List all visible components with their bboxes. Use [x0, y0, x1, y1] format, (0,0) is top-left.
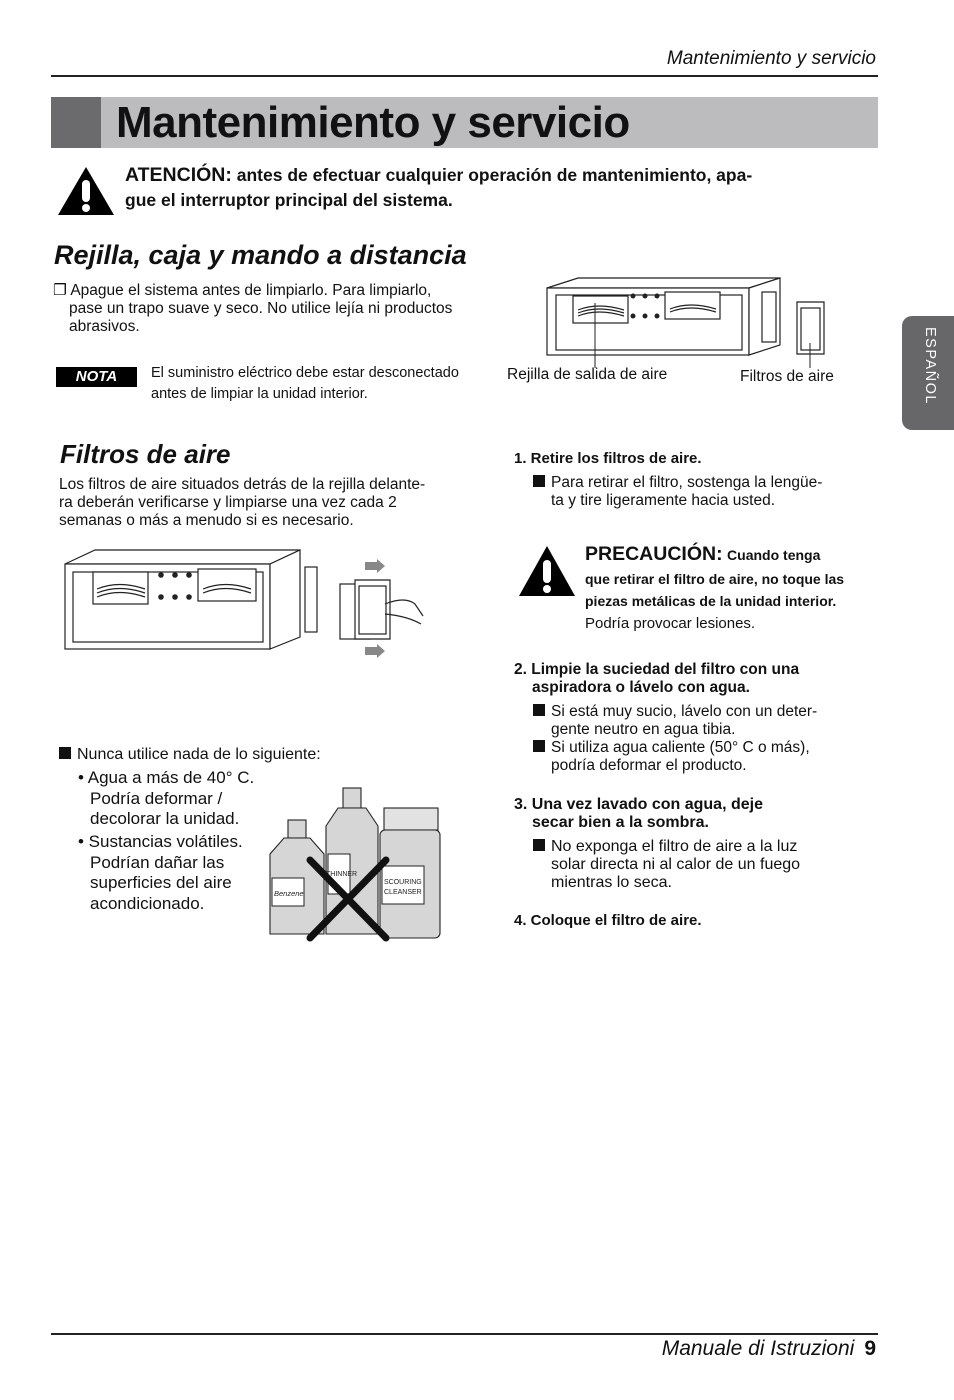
caution-icon — [519, 546, 575, 596]
warning-text: ATENCIÓN: antes de efectuar cualquier op… — [125, 163, 865, 213]
step-3-bullet: No exponga el filtro de aire a la luz so… — [533, 838, 853, 892]
unit-diagram — [546, 277, 825, 368]
note-text: El suministro eléctrico debe estar desco… — [151, 363, 471, 405]
never-use-text: Nunca utilice nada de lo siguiente: — [77, 746, 321, 763]
section2-paragraph: Los filtros de aire situados detrás de l… — [59, 476, 459, 530]
step-line: 3. Una vez lavado con agua, deje — [514, 796, 763, 813]
note-line: El suministro eléctrico debe estar desco… — [151, 365, 459, 381]
label-filters: Filtros de aire — [740, 368, 834, 385]
header-rule — [51, 75, 878, 77]
step-1-title: 1. Retire los filtros de aire. — [514, 450, 702, 467]
step-3-title: 3. Una vez lavado con agua, deje secar b… — [514, 796, 763, 832]
para-line: pase un trapo suave y seco. No utilice l… — [69, 300, 453, 317]
bullet-line: mientras lo seca. — [551, 874, 672, 891]
bottle-label-benzene: Benzene — [274, 889, 304, 898]
para-line: Los filtros de aire situados detrás de l… — [59, 476, 426, 493]
bullet-line: Para retirar el filtro, sostenga la leng… — [551, 474, 823, 491]
step-line: secar bien a la sombra. — [532, 814, 709, 831]
page-number: 9 — [864, 1337, 876, 1360]
warning-icon — [58, 167, 114, 215]
never-item-volatile: • Sustancias volátiles. Podrían dañar la… — [78, 832, 243, 914]
para-line: ra deberán verificarse y limpiarse una v… — [59, 494, 397, 511]
square-bullet-icon — [533, 704, 545, 716]
bottle-label-cleanser: CLEANSER — [384, 889, 422, 896]
step-2-title: 2. Limpie la suciedad del filtro con una… — [514, 661, 799, 697]
bottles-illustration: Benzene THINNER SCOURING CLEANSER — [269, 787, 441, 942]
bullet-line: ta y tire ligeramente hacia usted. — [551, 492, 776, 509]
page-title: Mantenimiento y servicio — [116, 98, 630, 147]
warning-label: ATENCIÓN: — [125, 164, 232, 186]
square-bullet-icon — [533, 475, 545, 487]
step-1-bullet: Para retirar el filtro, sostenga la leng… — [533, 474, 853, 510]
section-heading-grille: Rejilla, caja y mando a distancia — [54, 240, 467, 270]
section-heading-filters: Filtros de aire — [60, 439, 231, 469]
caution-text: PRECAUCIÓN: Cuando tenga que retirar el … — [585, 543, 865, 635]
item-line: decolorar la unidad. — [90, 809, 240, 828]
para-line: semanas o más a menudo si es necesario. — [59, 512, 354, 529]
step-4-title: 4. Coloque el filtro de aire. — [514, 912, 702, 929]
footer-manual: Manuale di Istruzioni — [661, 1337, 855, 1360]
caution-label: PRECAUCIÓN: — [585, 543, 723, 565]
caution-line: piezas metálicas de la unidad interior. — [585, 593, 837, 609]
square-bullet-icon — [59, 747, 71, 759]
item-line: Podrían dañar las — [90, 852, 225, 872]
square-bullet-icon — [533, 839, 545, 851]
title-bar: Mantenimiento y servicio — [51, 97, 878, 148]
filter-removal-diagram — [64, 549, 424, 658]
section1-paragraph: ❐ Apague el sistema antes de limpiarlo. … — [53, 282, 483, 336]
footer-rule — [51, 1333, 878, 1335]
label-grille: Rejilla de salida de aire — [507, 366, 668, 383]
bullet-line: solar directa ni al calor de un fuego — [551, 856, 801, 873]
caution-plain: Podría provocar lesiones. — [585, 614, 756, 632]
step-2-bullets: Si está muy sucio, lávelo con un deter- … — [533, 703, 853, 775]
language-tab: ESPAÑOL — [902, 316, 954, 430]
para-line: abrasivos. — [69, 318, 140, 335]
bullet-line: gente neutro en agua tibia. — [551, 721, 736, 738]
note-badge: NOTA — [56, 367, 137, 387]
caution-small: Cuando tenga — [727, 547, 821, 563]
prohibited-x-icon — [306, 856, 390, 942]
footer: Manuale di Istruzioni 9 — [662, 1337, 876, 1361]
note-line: antes de limpiar la unidad interior. — [151, 386, 368, 402]
warning-line-2: gue el interruptor principal del sistema… — [125, 190, 453, 210]
title-marker — [51, 97, 101, 148]
never-use-title: Nunca utilice nada de lo siguiente: — [59, 746, 321, 764]
bullet-line: Si utiliza agua caliente (50° C o más), — [551, 739, 810, 756]
bullet-line: No exponga el filtro de aire a la luz — [551, 838, 798, 855]
warning-line-1: antes de efectuar cualquier operación de… — [231, 165, 753, 185]
item-line: superficies del aire — [90, 873, 232, 892]
item-line: acondicionado. — [90, 893, 205, 913]
item-line: • Agua a más de 40° C. — [78, 768, 255, 787]
item-line: • Sustancias volátiles. — [78, 832, 243, 851]
bullet-line: Si está muy sucio, lávelo con un deter- — [551, 703, 818, 720]
running-header: Mantenimiento y servicio — [666, 48, 876, 69]
never-item-water: • Agua a más de 40° C. Podría deformar /… — [78, 768, 254, 830]
step-line: aspiradora o lávelo con agua. — [532, 679, 750, 696]
language-tab-label: ESPAÑOL — [922, 327, 938, 405]
square-bullet-icon — [533, 740, 545, 752]
step-line: 2. Limpie la suciedad del filtro con una — [514, 661, 800, 678]
caution-line: que retirar el filtro de aire, no toque … — [585, 570, 845, 587]
bottle-label-scouring: SCOURING — [384, 879, 422, 886]
item-line: Podría deformar / — [90, 788, 223, 808]
bullet-line: podría deformar el producto. — [551, 757, 747, 774]
para-line: ❐ Apague el sistema antes de limpiarlo. … — [53, 282, 432, 299]
bottle-label-thinner: THINNER — [326, 871, 357, 878]
